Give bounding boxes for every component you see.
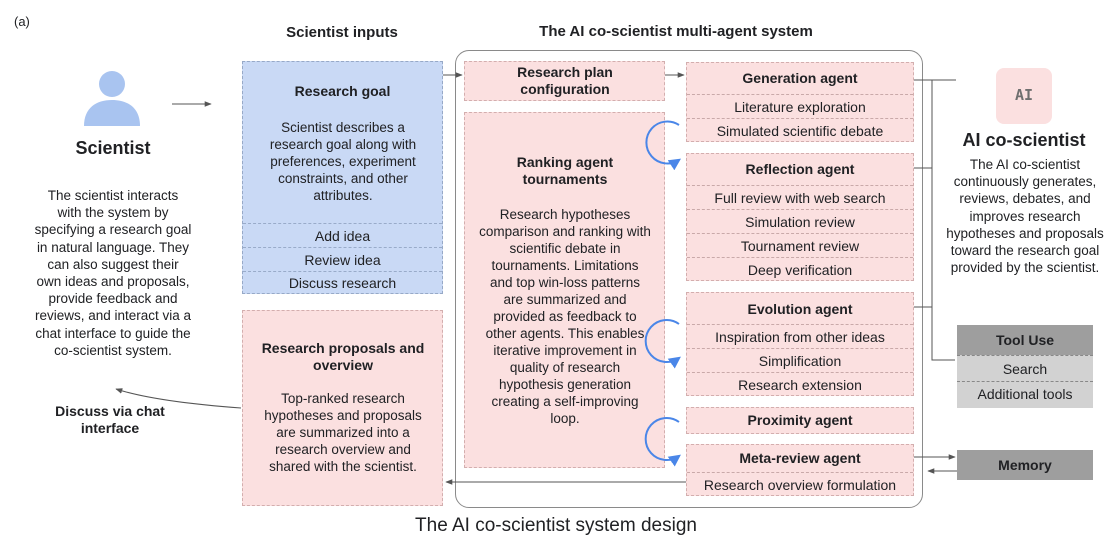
research-proposals-title: Research proposals and overview bbox=[261, 340, 425, 373]
meta-review-item: Research overview formulation bbox=[687, 472, 913, 497]
tool-use-title: Tool Use bbox=[957, 325, 1093, 355]
reflection-item: Simulation review bbox=[687, 209, 913, 234]
tool-use-item: Search bbox=[957, 355, 1093, 382]
agents-bus bbox=[914, 79, 955, 361]
ranking-agent-box: Ranking agent tournaments Research hypot… bbox=[464, 112, 665, 468]
generation-item: Literature exploration bbox=[687, 94, 913, 119]
scientist-title: Scientist bbox=[75, 138, 151, 158]
reflection-agent-title: Reflection agent bbox=[745, 161, 855, 177]
generation-item: Simulated scientific debate bbox=[687, 118, 913, 143]
proximity-agent-box: Proximity agent bbox=[686, 407, 914, 434]
scientist-description: The scientist interacts with the system … bbox=[34, 188, 192, 358]
system-header: The AI co-scientist multi-agent system bbox=[539, 23, 813, 40]
ai-logo-text: AI bbox=[1014, 86, 1034, 104]
generation-agent-box: Generation agent Literature exploration … bbox=[686, 62, 914, 142]
reflection-agent-box: Reflection agent Full review with web se… bbox=[686, 153, 914, 281]
proposals-to-chat-arrow bbox=[115, 388, 242, 409]
reflection-item: Deep verification bbox=[687, 257, 913, 282]
figure-label: (a) bbox=[14, 14, 30, 29]
ai-logo: AI bbox=[996, 68, 1052, 124]
evolution-item: Simplification bbox=[687, 348, 913, 373]
scientist-icon bbox=[84, 71, 140, 126]
inputs-header: Scientist inputs bbox=[286, 24, 398, 41]
generation-agent-title: Generation agent bbox=[742, 70, 858, 86]
evolution-loop-icon bbox=[644, 319, 681, 369]
evolution-agent-title: Evolution agent bbox=[747, 301, 853, 317]
memory-box: Memory bbox=[957, 450, 1093, 480]
research-plan-configuration-box: Research plan configuration bbox=[464, 61, 665, 101]
figure-caption: The AI co-scientist system design bbox=[415, 515, 697, 536]
ai-description: The AI co-scientist continuously generat… bbox=[946, 157, 1104, 276]
ranking-agent-title: Ranking agent tournaments bbox=[516, 154, 614, 187]
research-goal-description: Scientist describes a research goal alon… bbox=[269, 120, 417, 203]
proximity-loop-icon bbox=[644, 417, 681, 467]
review-idea-option[interactable]: Review idea bbox=[243, 247, 442, 272]
discuss-chat-label: Discuss via chat interface bbox=[55, 403, 165, 436]
tool-use-item: Additional tools bbox=[957, 381, 1093, 408]
proximity-agent-title: Proximity agent bbox=[747, 412, 853, 428]
meta-review-agent-box: Meta-review agent Research overview form… bbox=[686, 444, 914, 496]
ai-title: AI co-scientist bbox=[962, 130, 1086, 150]
research-plan-configuration-title: Research plan configuration bbox=[517, 64, 613, 97]
ranking-agent-description: Research hypotheses comparison and ranki… bbox=[479, 207, 651, 426]
reflection-item: Tournament review bbox=[687, 233, 913, 258]
multi-agent-system-frame bbox=[455, 50, 923, 508]
evolution-item: Research extension bbox=[687, 372, 913, 397]
meta-review-agent-title: Meta-review agent bbox=[739, 450, 861, 466]
tool-use-box: Tool Use Search Additional tools bbox=[957, 325, 1093, 408]
evolution-item: Inspiration from other ideas bbox=[687, 324, 913, 349]
discuss-research-option[interactable]: Discuss research bbox=[243, 271, 442, 295]
add-idea-option[interactable]: Add idea bbox=[243, 223, 442, 248]
reflection-item: Full review with web search bbox=[687, 185, 913, 210]
generation-reflection-loop-icon bbox=[645, 120, 682, 171]
research-goal-box: Research goal Scientist describes a rese… bbox=[242, 61, 443, 294]
research-proposals-box: Research proposals and overview Top-rank… bbox=[242, 310, 443, 506]
research-goal-title: Research goal bbox=[294, 83, 391, 99]
research-proposals-description: Top-ranked research hypotheses and propo… bbox=[264, 391, 422, 474]
evolution-agent-box: Evolution agent Inspiration from other i… bbox=[686, 292, 914, 396]
